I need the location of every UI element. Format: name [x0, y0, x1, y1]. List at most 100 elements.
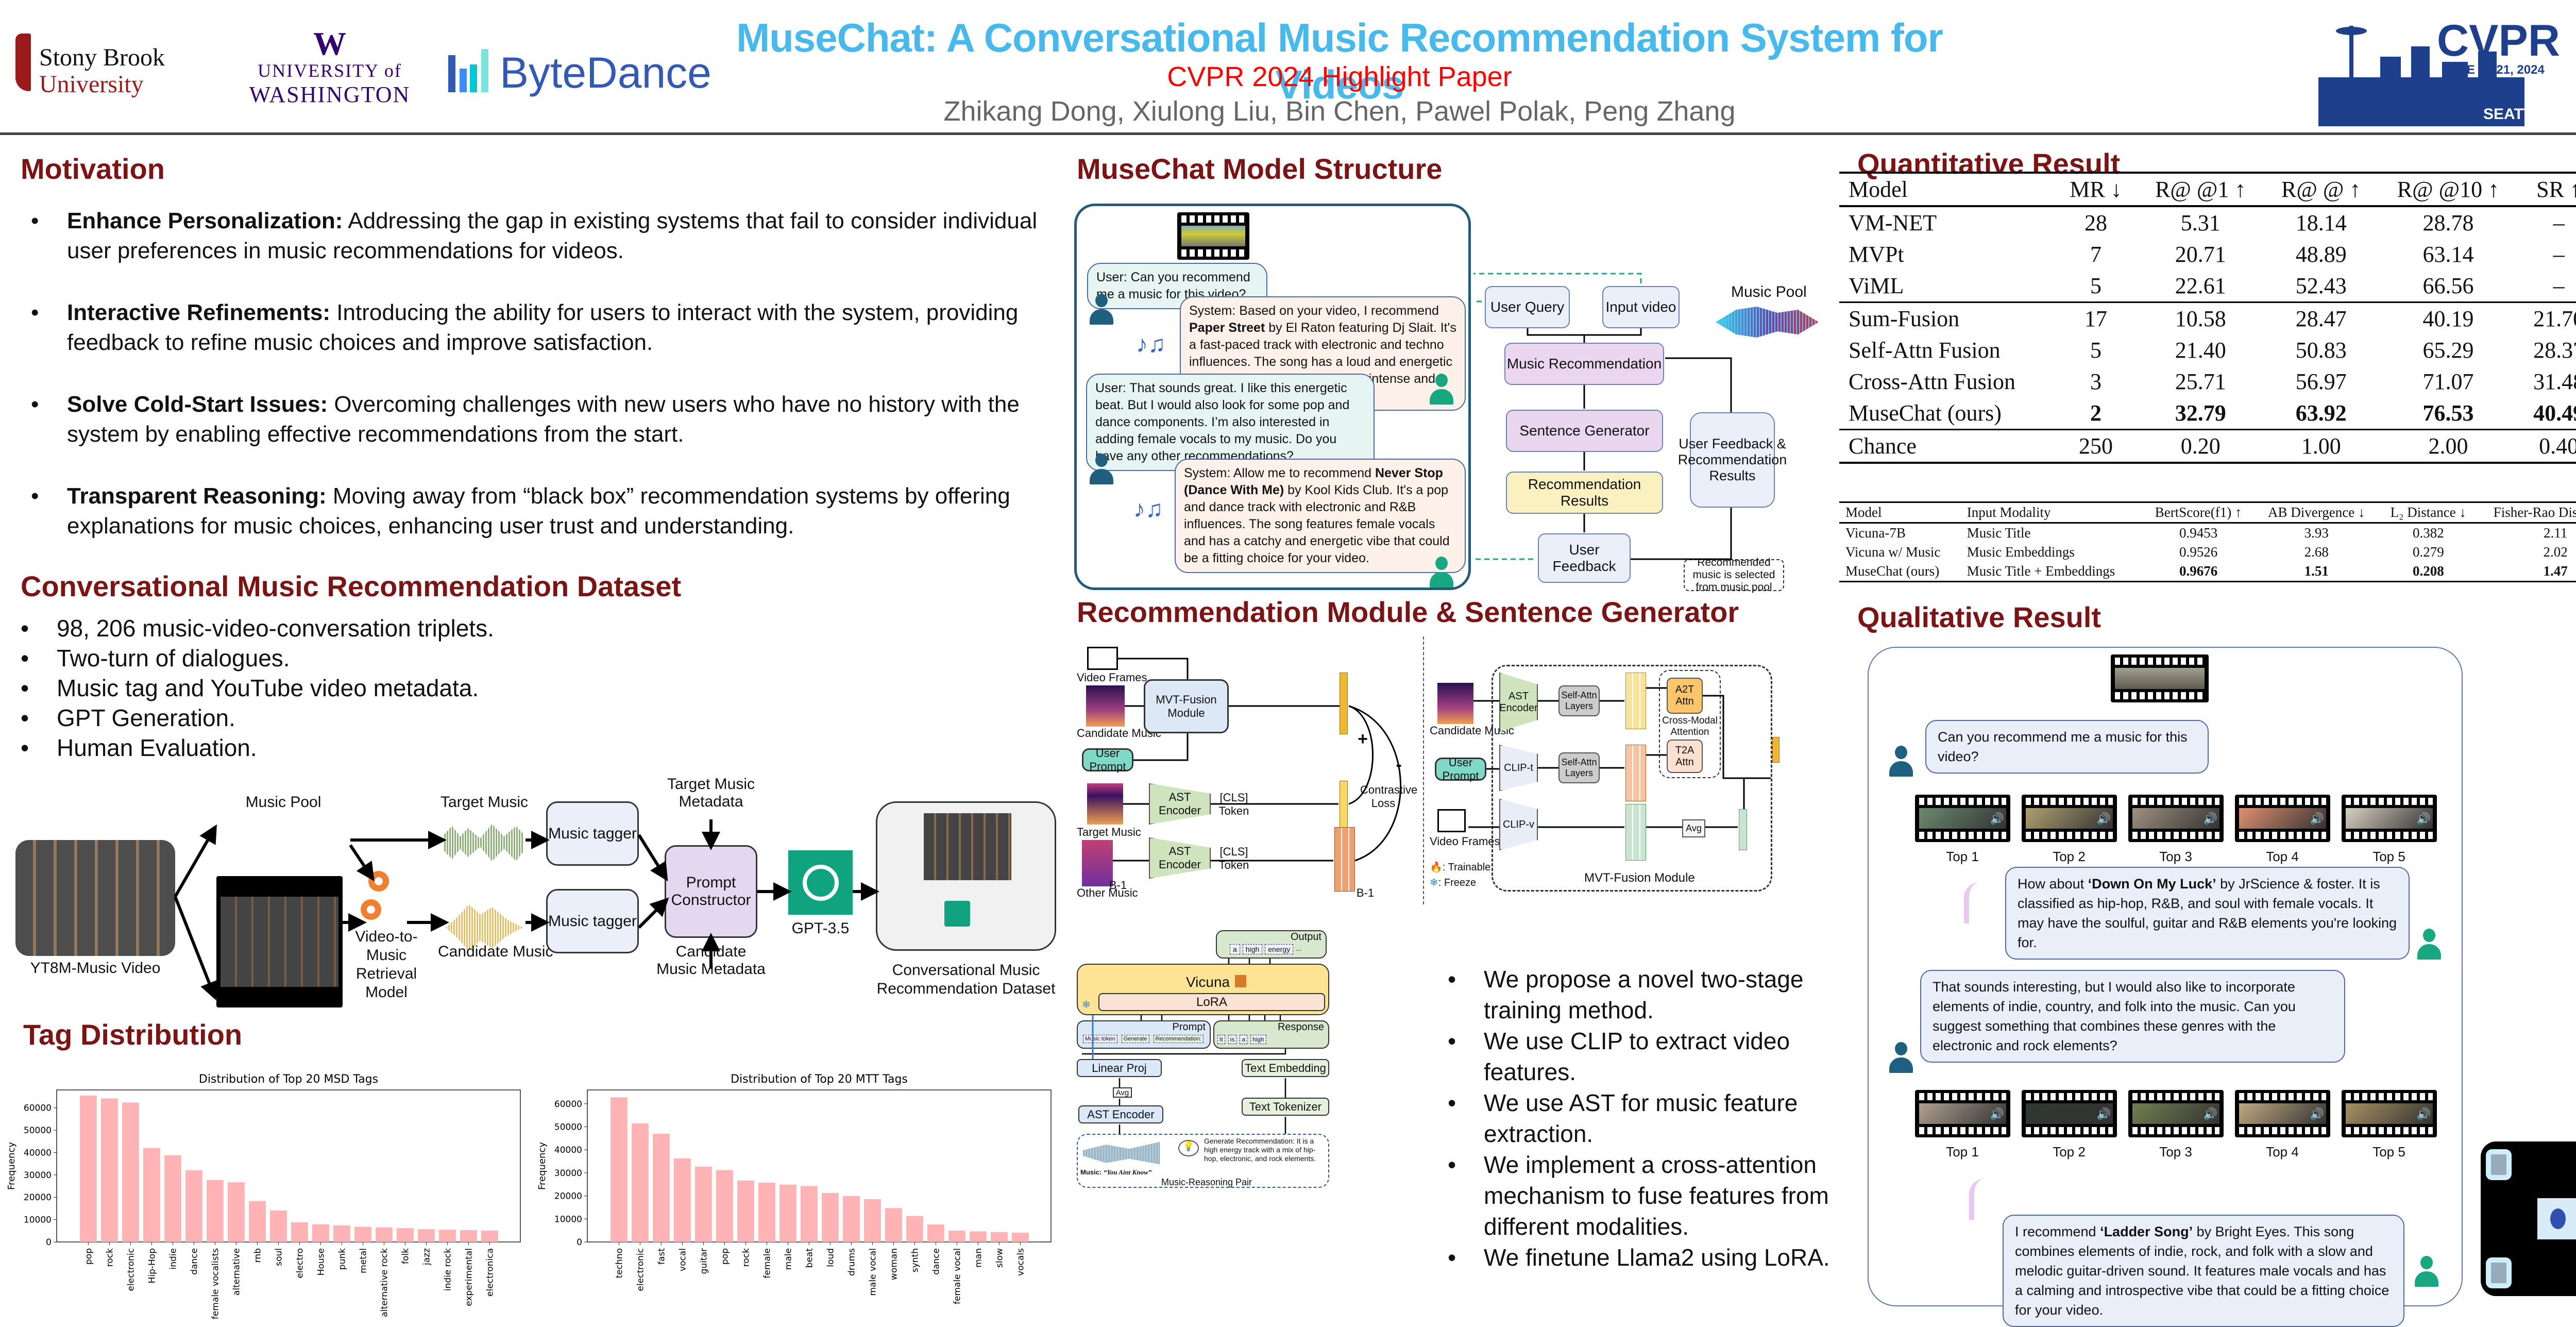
- bytedance-logo: ByteDance: [448, 49, 757, 100]
- speaker-icon: 🔊: [2203, 1107, 2217, 1120]
- vicuna-logo-icon: [1235, 975, 1246, 987]
- bar: [249, 1201, 266, 1242]
- x-tick-label: slow: [994, 1248, 1005, 1268]
- table-cell: 0.9453: [2179, 525, 2218, 541]
- table-cell: Music Title: [1967, 525, 2031, 541]
- result-video-thumbnail[interactable]: 🔊: [2022, 795, 2117, 842]
- result-rank-label: Top 4: [2266, 849, 2299, 864]
- x-tick-label: punk: [337, 1248, 347, 1270]
- qualitative-panel: Can you recommend me a music for this vi…: [1868, 647, 2463, 1327]
- table-cell: MuseChat (ours): [1849, 400, 2002, 426]
- t2a-attn-box: T2A Attn: [1667, 740, 1703, 773]
- speaker-icon: 🔊: [2416, 1107, 2431, 1120]
- result-video-thumbnail[interactable]: 🔊: [1915, 1090, 2010, 1137]
- response-box: Response It is a high: [1213, 1020, 1329, 1049]
- y-tick-label: 30000: [554, 1168, 582, 1179]
- dataset-item: Music tag and YouTube video metadata.: [10, 673, 629, 703]
- freeze-legend: ❄: Freeze: [1430, 877, 1477, 888]
- bar: [737, 1180, 754, 1242]
- table-cell: 22.61: [2175, 273, 2226, 298]
- result-video-thumbnail[interactable]: 🔊: [2128, 795, 2224, 842]
- y-tick-label: 20000: [24, 1192, 52, 1203]
- stony-brook-name: Stony Brook: [39, 44, 165, 71]
- mtt-tag-chart: Distribution of Top 20 MTT TagsFrequency…: [537, 1073, 1052, 1304]
- table-header: R@ @1 ↑: [2155, 177, 2246, 202]
- dataset-title: Conversational Music Recommendation Data…: [21, 570, 682, 602]
- result-video-thumbnail[interactable]: 🔊: [2235, 1090, 2330, 1137]
- x-tick-label: guitar: [699, 1248, 709, 1274]
- x-tick-label: pop: [720, 1248, 730, 1265]
- bar: [653, 1133, 670, 1242]
- prompt-constructor-box: Prompt Constructor: [665, 845, 757, 938]
- yt8m-label: YT8M-Music Video: [30, 960, 161, 977]
- table-cell: Vicuna-7B: [1845, 525, 1906, 541]
- table-cell: 25.71: [2175, 369, 2226, 394]
- table-cell: 28: [2084, 210, 2108, 236]
- flame-icon: 🔥: [1430, 862, 1443, 873]
- user-query-box: User Query: [1485, 286, 1570, 328]
- x-tick-label: fast: [656, 1248, 667, 1265]
- user-prompt-box: User Prompt: [1435, 756, 1486, 782]
- y-tick-label: 0: [46, 1237, 52, 1248]
- table-cell: 71.07: [2422, 369, 2474, 394]
- x-tick-label: female vocalists: [210, 1248, 221, 1319]
- x-tick-label: rock: [105, 1248, 115, 1267]
- table-cell: 0.9526: [2179, 544, 2218, 560]
- poster-header: Stony Brook University W UNIVERSITY of W…: [0, 0, 2576, 135]
- y-tick-label: 20000: [554, 1191, 582, 1202]
- feedback-arrow-icon: [1964, 882, 1979, 923]
- table-cell: 1.51: [2304, 563, 2329, 579]
- table-header: AB Divergence ↓: [2268, 505, 2365, 520]
- cross-modal-frame: [1659, 670, 1721, 778]
- bar: [460, 1230, 477, 1242]
- bar: [481, 1230, 498, 1242]
- motivation-title: Motivation: [21, 153, 165, 185]
- poster-title: MuseChat: A Conversational Music Recomme…: [736, 15, 1943, 107]
- music-note-icon: ♪♫: [1136, 330, 1166, 357]
- y-tick-label: 10000: [24, 1215, 52, 1225]
- table-cell: 21.70: [2533, 306, 2576, 331]
- table-cell: MuseChat (ours): [1845, 563, 1940, 579]
- x-tick-label: Hip-Hop: [147, 1248, 157, 1283]
- x-tick-label: dance: [931, 1248, 941, 1275]
- bar: [801, 1186, 818, 1242]
- music-pool-label: Music Pool: [245, 794, 321, 811]
- dj-avatar-icon: [1430, 374, 1453, 405]
- result-video-thumbnail[interactable]: 🔊: [2342, 795, 2437, 842]
- result-video-thumbnail[interactable]: 🔊: [1915, 795, 2010, 842]
- result-video-thumbnail[interactable]: 🔊: [2342, 1090, 2437, 1137]
- motivation-item: Transparent Reasoning: Moving away from …: [21, 481, 1051, 541]
- x-tick-label: rock: [741, 1248, 751, 1267]
- result-rank-label: Top 3: [2159, 1144, 2192, 1160]
- method-bullet: We propose a novel two-stage training me…: [1437, 964, 1875, 1026]
- mvt-fusion-label: MVT-Fusion Module: [1584, 871, 1695, 885]
- table-cell: Cross-Attn Fusion: [1849, 369, 2015, 394]
- table-cell: 65.29: [2422, 338, 2474, 363]
- table-cell: Sum-Fusion: [1849, 306, 1960, 331]
- xt3-feature-bars: [1625, 745, 1646, 801]
- top5-results-row: 🔊Top 1🔊Top 2🔊Top 3🔊Top 4🔊Top 5: [1915, 795, 2446, 864]
- llm-arrows: [1082, 959, 1286, 1134]
- chat-bubbles-icon: [944, 901, 970, 927]
- bar: [927, 1224, 944, 1242]
- table-header: R@ @10 ↑: [2397, 177, 2500, 202]
- qual-system-answer: How about ‘Down On My Luck’ by JrScience…: [2005, 867, 2410, 960]
- bar: [439, 1230, 456, 1242]
- motivation-list: Enhance Personalization: Addressing the …: [21, 206, 1051, 573]
- result-video-thumbnail[interactable]: 🔊: [2128, 1090, 2224, 1137]
- table-cell: 0.20: [2180, 433, 2221, 459]
- result-rank-label: Top 5: [2372, 849, 2405, 864]
- table-cell: 2.02: [2543, 544, 2568, 560]
- music-title: Music: “You Aint Know”: [1080, 1168, 1152, 1176]
- xv-feature-bars: [1625, 804, 1646, 861]
- qr-code[interactable]: [2481, 1141, 2576, 1296]
- x-tick-label: male: [783, 1248, 793, 1270]
- table-cell: 5.31: [2180, 210, 2221, 236]
- result-video-thumbnail[interactable]: 🔊: [2235, 795, 2330, 842]
- result-video-thumbnail[interactable]: 🔊: [2022, 1090, 2117, 1137]
- x-tick-label: jazz: [421, 1248, 432, 1266]
- y-tick-label: 50000: [24, 1126, 52, 1136]
- music-pool-label: Music Pool: [1731, 283, 1807, 300]
